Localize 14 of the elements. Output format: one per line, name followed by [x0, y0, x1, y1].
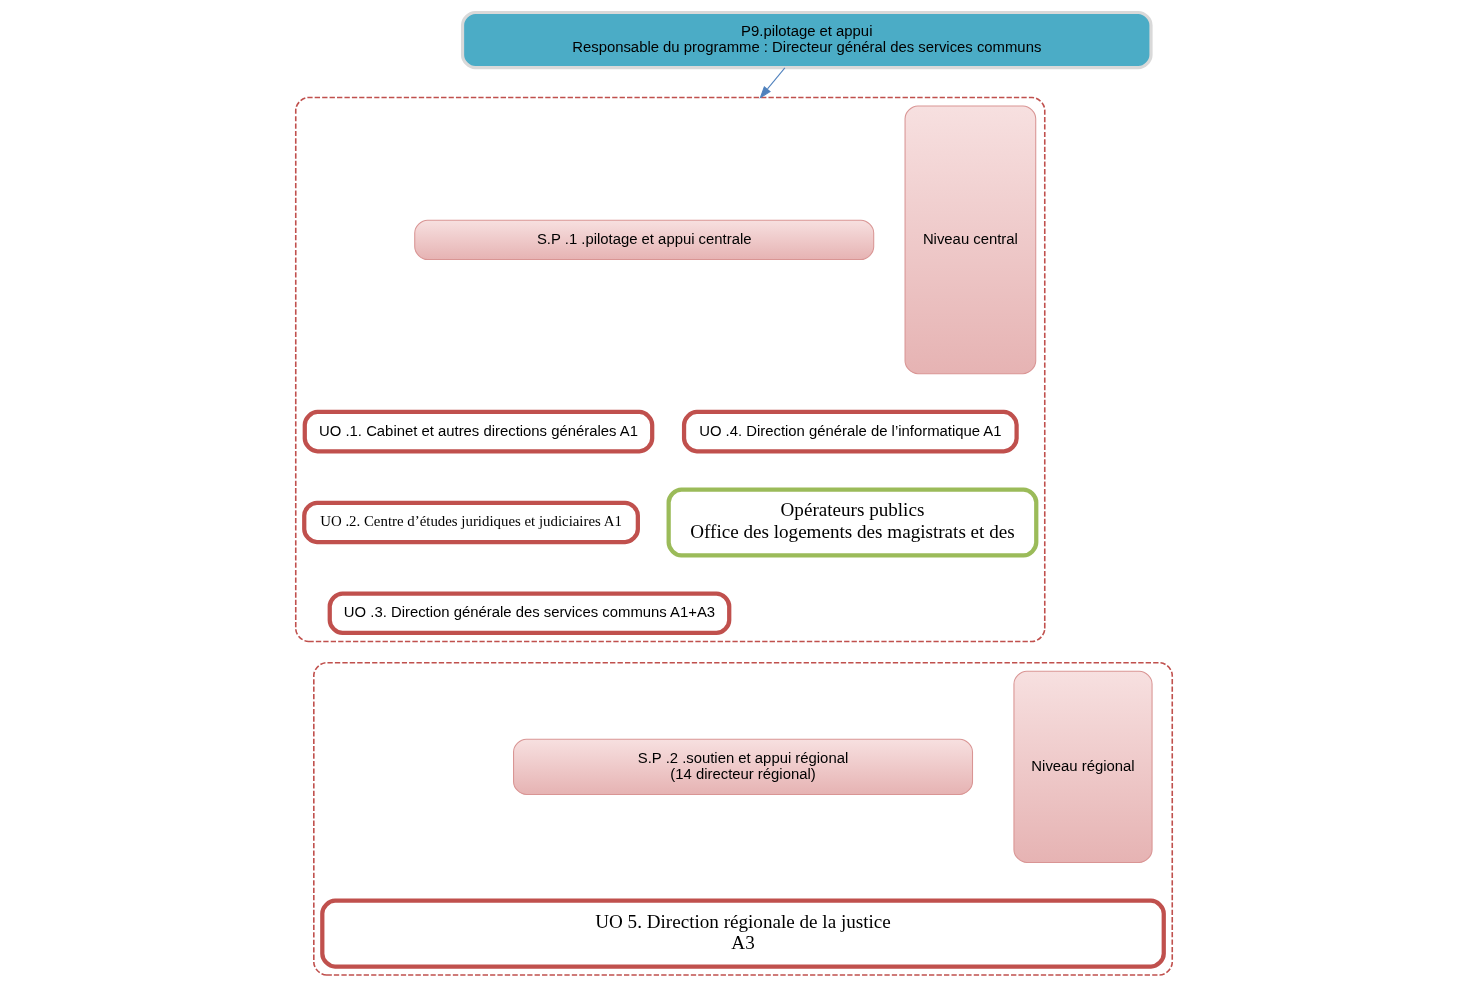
cluster	[294, 96, 1046, 643]
node-box: P9.pilotage et appui Responsable du programme : Directeur général des services communs	[460, 10, 1153, 70]
node-box: Opérateurs publics Office des logements des magistrats et des	[666, 487, 1038, 558]
node-box: UO .1. Cabinet et autres directions générales A1	[302, 409, 654, 454]
node-box: S.P .1 .pilotage et appui centrale	[413, 219, 874, 260]
node-box: UO 5. Direction régionale de la justice A3	[319, 898, 1166, 969]
cluster	[312, 661, 1173, 976]
node-box: UO .3. Direction générale des services communs A1+A3	[327, 591, 731, 636]
node-box: Niveau régional	[1012, 670, 1153, 863]
arrow	[758, 67, 785, 99]
node-box: Niveau central	[904, 105, 1036, 375]
node-box: UO .4. Direction générale de l’informatique A1	[681, 409, 1019, 454]
node-box: UO .2. Centre d’études juridiques et judiciaires A1	[301, 500, 640, 545]
node-box: S.P .2 .soutien et appui régional (14 directeur régional)	[512, 738, 973, 795]
